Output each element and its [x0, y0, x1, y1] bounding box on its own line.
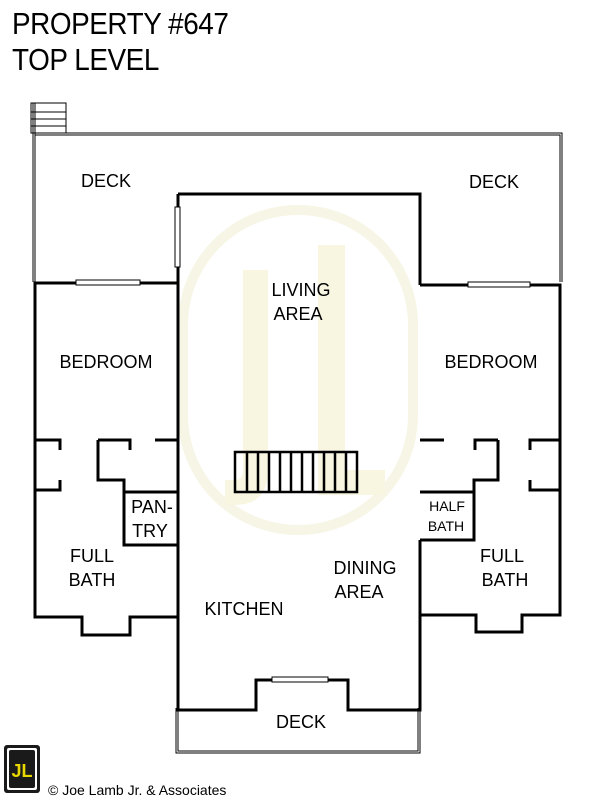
full-bath-left-label-line2: BATH [69, 570, 116, 590]
deck-bottom-label: DECK [276, 712, 326, 732]
full-bath-right-label-line1: FULL [480, 546, 524, 566]
deck-stair-icon [30, 102, 67, 134]
half-bath-label-line1: HALF [429, 498, 465, 514]
full-bath-left-label-line1: FULL [70, 546, 114, 566]
living-area-label-line2: AREA [273, 304, 322, 324]
bedroom-right-label: BEDROOM [444, 352, 537, 372]
deck-right-label: DECK [469, 172, 519, 192]
plan-title: PROPERTY #647 [12, 6, 229, 41]
plan-subtitle: TOP LEVEL [12, 42, 159, 77]
dining-area-label-line2: AREA [334, 582, 383, 602]
logo-text: JL [11, 761, 32, 781]
deck-left-label: DECK [81, 171, 131, 191]
deck-outline [32, 103, 563, 754]
pantry-label-line2: TRY [132, 521, 168, 541]
kitchen-label: KITCHEN [204, 599, 283, 619]
dining-area-label-line1: DINING [334, 558, 397, 578]
jl-logo: JL [4, 745, 40, 793]
windows [75, 206, 531, 683]
watermark-logo [178, 205, 418, 535]
pantry-label-line1: PAN- [131, 497, 173, 517]
half-bath-label-line2: BATH [428, 518, 464, 534]
bedroom-left-label: BEDROOM [59, 352, 152, 372]
copyright-text: © Joe Lamb Jr. & Associates [48, 782, 227, 798]
full-bath-right-label-line2: BATH [482, 570, 529, 590]
interior-stairs [233, 450, 359, 494]
living-area-label-line1: LIVING [271, 280, 330, 300]
